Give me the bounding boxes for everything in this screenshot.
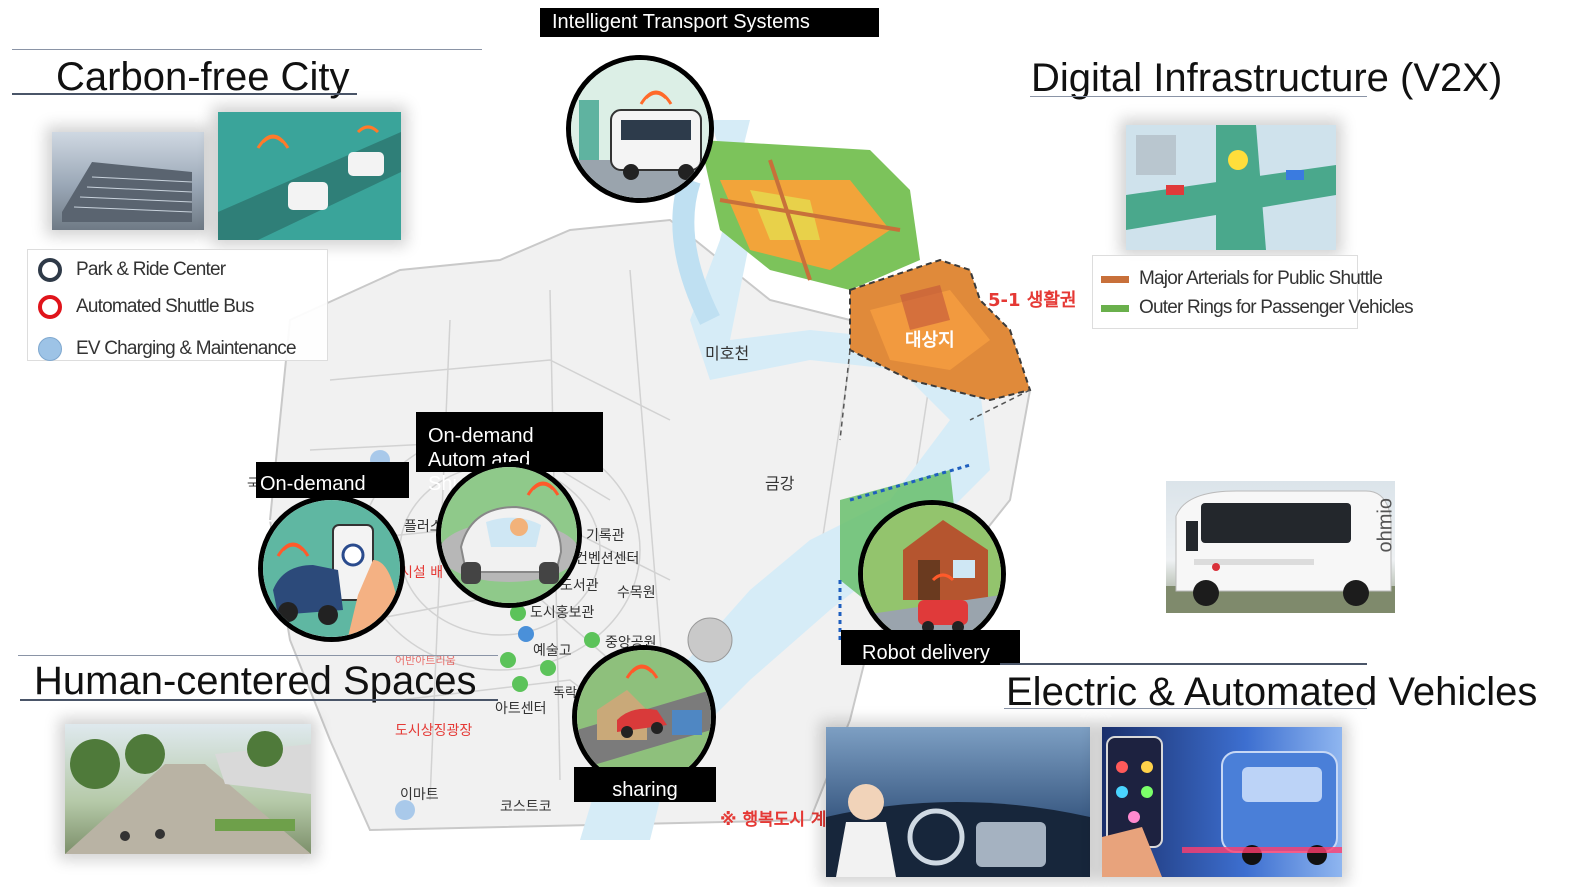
city-plaza-label: 도시상징광장 [395, 723, 473, 739]
city-map [250, 120, 1150, 840]
theater-label: 어반아트리움 [395, 654, 456, 667]
geumgang-label: 금강 [765, 474, 795, 493]
electric-automated-title: Electric & Automated Vehicles [1006, 670, 1538, 714]
zone-label: 5-1 생활권 [988, 290, 1077, 311]
legend-label: Major Arterials for Public Shuttle [1139, 268, 1383, 289]
smart-bus-app-photo [1102, 727, 1342, 877]
note-label: ※ 행복도시 계 [720, 810, 827, 830]
emart-label: 이마트 [400, 787, 439, 803]
human-centered-underline [20, 699, 498, 701]
human-centered-street-photo [65, 724, 311, 854]
ohmio-shuttle-photo: ohmio [1166, 481, 1397, 613]
convention-label: 컨벤션센터 [575, 551, 640, 567]
digital-infra-intersection-photo [1126, 125, 1336, 250]
robot-delivery-circle [858, 500, 1006, 648]
dok-label: 독락 [553, 686, 577, 701]
on-demand-taxi-circle [258, 495, 405, 642]
archive-label: 기록관 [586, 528, 625, 544]
plus-label: 플러스 [404, 519, 443, 535]
digital-infra-title: Digital Infrastructure (V2X) [1031, 56, 1503, 100]
human-top-rule [18, 655, 498, 656]
dark-ring-icon [38, 258, 62, 282]
on-demand-shuttle-circle [436, 462, 582, 608]
legend-item-outer-rings: Outer Rings for Passenger Vehicles [1101, 297, 1414, 319]
legend-label: Outer Rings for Passenger Vehicles [1139, 297, 1414, 318]
poi-dot [584, 632, 600, 648]
arboretum-label: 수목원 [617, 585, 656, 601]
sharing-label: sharing [574, 767, 716, 802]
facility-label: 시설 배 [400, 565, 444, 581]
legend-item-park-ride: Park & Ride Center [38, 258, 226, 282]
carbon-free-underline [12, 93, 357, 95]
arts-school-label: 예술고 [533, 643, 572, 659]
poi-dot [500, 652, 516, 668]
robot-delivery-label: Robot delivery [841, 630, 1020, 665]
arts-center-label: 아트센터 [495, 701, 547, 717]
digital-infra-underline [1030, 96, 1367, 97]
its-title: Intelligent Transport Systems [540, 8, 879, 37]
blue-dot-icon [38, 337, 62, 361]
carbon-free-shuttle-road-photo [218, 112, 401, 240]
on-demand-shuttle-label: On-demand Autom ated Shuttle [416, 412, 603, 495]
human-centered-title: Human-centered Spaces [34, 659, 477, 703]
legend-item-ev-charging: EV Charging & Maintenance [38, 337, 297, 361]
on-demand-taxi-label: On-demand Taxi [256, 462, 409, 539]
target-label: 대상지 [905, 330, 955, 351]
legend-item-shuttle-bus: Automated Shuttle Bus [38, 295, 254, 319]
electric-automated-underline [1004, 708, 1367, 709]
mihocheon-label: 미호천 [705, 344, 750, 363]
legend-item-arterials: Major Arterials for Public Shuttle [1101, 268, 1383, 290]
road-legend: Major Arterials for Public Shuttle Outer… [1092, 255, 1414, 329]
poi-dot [510, 605, 526, 621]
costco-label: 코스트코 [500, 799, 552, 815]
sharing-circle [572, 645, 716, 789]
electric-top-rule [1000, 663, 1367, 665]
poi-dot [518, 626, 534, 642]
poi-dot [540, 660, 556, 676]
legend-label: Automated Shuttle Bus [76, 296, 254, 317]
carbon-free-top-rule [12, 49, 482, 50]
legend-label: EV Charging & Maintenance [76, 338, 297, 359]
carbon-free-building-photo [52, 132, 204, 230]
bus-brand: ohmio [1374, 498, 1397, 553]
outer-ring-swatch [1101, 304, 1129, 312]
carbon-free-title: Carbon-free City [56, 55, 350, 99]
red-ring-icon [38, 295, 62, 319]
library-label: 도서관 [560, 578, 599, 594]
promo-hall-label: 도시홍보관 [530, 605, 595, 621]
autonomous-car-interior-photo [826, 727, 1090, 877]
facility-legend: Park & Ride Center Automated Shuttle Bus… [27, 249, 328, 361]
legend-label: Park & Ride Center [76, 259, 226, 280]
arterial-swatch [1101, 275, 1129, 283]
poi-dot [512, 676, 528, 692]
its-bus-circle [566, 55, 714, 203]
